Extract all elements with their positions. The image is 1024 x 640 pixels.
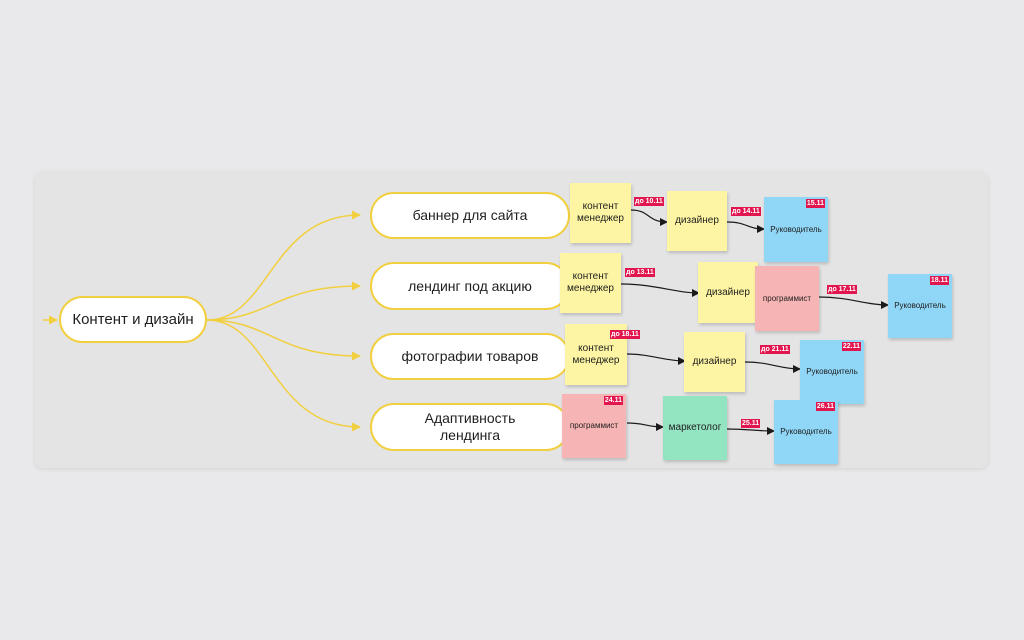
sticky-label: Руководитель — [780, 427, 832, 436]
link-root-branch-1 — [206, 210, 361, 321]
sticky-label: программист — [569, 421, 619, 430]
sticky-r1-designer[interactable]: дизайнер — [667, 191, 727, 251]
sticky-label: контент менеджер — [577, 201, 624, 224]
arrow-r1-design-head — [726, 221, 765, 233]
branch-node-label: лендинг под акцию — [408, 277, 532, 294]
link-root-branch-3 — [206, 319, 361, 361]
arrow-r4-prog-market — [626, 422, 664, 431]
mindmap-board[interactable]: Контент и дизайн баннер для сайта лендин… — [35, 172, 988, 468]
sticky-label: Руководитель — [770, 224, 822, 234]
root-node-label: Контент и дизайн — [72, 311, 194, 328]
deadline-badge: до 21.11 — [760, 345, 790, 354]
sticky-r2-content-manager[interactable]: контент менеджер — [560, 253, 621, 313]
arrow-r3-design-head — [744, 361, 801, 373]
deadline-badge: 22.11 — [841, 342, 861, 351]
arrow-r2-prog-head — [818, 296, 889, 309]
branch-node-label: фотографии товаров — [401, 348, 539, 364]
sticky-r2-head[interactable]: Руководитель 18.11 — [888, 274, 952, 338]
sticky-label: контент менеджер — [567, 271, 614, 294]
sticky-r4-head[interactable]: Руководитель 26.11 — [774, 400, 838, 464]
arrow-r1-content-design — [630, 209, 668, 226]
branch-node-banner[interactable]: баннер для сайта — [370, 192, 570, 239]
sticky-label: программист — [762, 293, 812, 303]
branch-node-label: Адаптивность лендинга — [424, 410, 516, 443]
branch-node-label: баннер для сайта — [412, 207, 528, 223]
sticky-r1-content-manager[interactable]: контент менеджер — [570, 183, 631, 243]
sticky-label: дизайнер — [692, 356, 737, 367]
branch-node-landing[interactable]: лендинг под акцию — [370, 262, 570, 310]
branch-node-adaptive[interactable]: Адаптивность лендинга — [370, 403, 570, 451]
sticky-label: Руководитель — [806, 367, 858, 376]
sticky-label: Руководитель — [894, 301, 946, 310]
arrow-r4-market-head — [726, 426, 775, 435]
sticky-r3-designer[interactable]: дизайнер — [684, 332, 745, 392]
link-root-branch-2 — [206, 281, 361, 321]
deadline-badge: 25.11 — [741, 419, 761, 428]
sticky-r4-marketer[interactable]: маркетолог — [663, 396, 727, 460]
deadline-badge: 26.11 — [815, 402, 835, 411]
deadline-badge: 18.11 — [929, 276, 949, 285]
deadline-badge: до 10.11 — [634, 197, 664, 206]
sticky-r3-head[interactable]: Руководитель 22.11 — [800, 340, 864, 404]
sticky-r1-head[interactable]: Руководитель 15.11 — [764, 197, 828, 262]
deadline-badge: до 18.11 — [610, 330, 640, 339]
sticky-r2-programmer[interactable]: программист — [755, 266, 819, 331]
arrow-r2-content-design — [620, 283, 700, 297]
sticky-label: маркетолог — [668, 422, 722, 433]
deadline-badge: 24.11 — [603, 396, 623, 405]
deadline-badge: до 13.11 — [625, 268, 655, 277]
sticky-r2-designer[interactable]: дизайнер — [698, 262, 758, 323]
deadline-badge: 15.11 — [805, 199, 825, 208]
root-node[interactable]: Контент и дизайн — [59, 296, 207, 343]
deadline-badge: до 14.11 — [731, 207, 761, 216]
branch-node-photos[interactable]: фотографии товаров — [370, 333, 570, 380]
arrow-r3-content-design — [626, 353, 686, 365]
sticky-label: дизайнер — [706, 286, 750, 298]
sticky-r3-content-manager[interactable]: контент менеджер — [565, 324, 627, 385]
deadline-badge: до 17.11 — [827, 285, 857, 294]
sticky-label: контент менеджер — [572, 342, 620, 366]
link-root-branch-4 — [206, 319, 361, 432]
connectors-layer — [43, 209, 889, 435]
sticky-label: дизайнер — [675, 215, 719, 226]
sticky-r4-programmer[interactable]: программист 24.11 — [562, 394, 626, 458]
